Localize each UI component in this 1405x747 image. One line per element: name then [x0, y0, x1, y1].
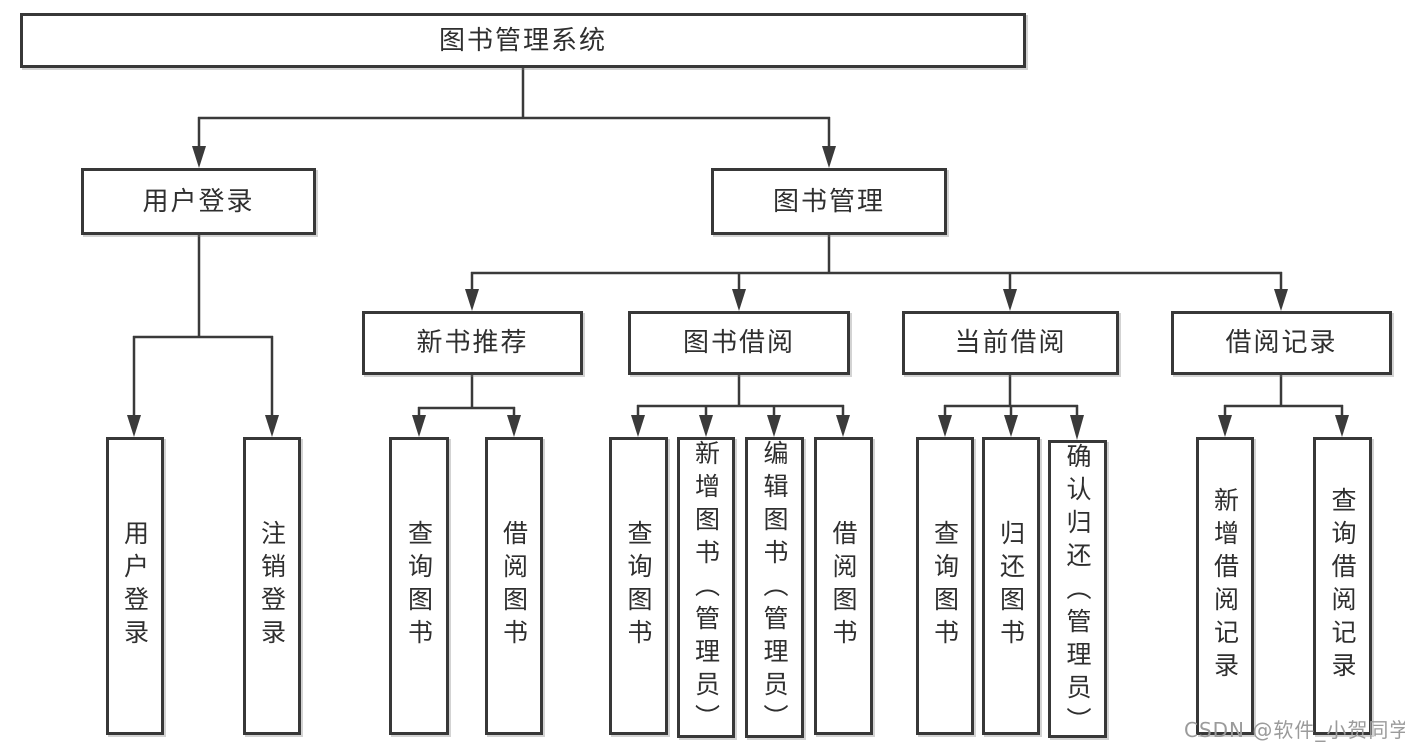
leaf-return-books: 归还图书 — [982, 437, 1040, 735]
leaf-user-login: 用户登录 — [106, 437, 164, 735]
leaf-logout: 注销登录 — [243, 437, 301, 735]
node-book-borrow: 图书借阅 — [628, 311, 850, 375]
node-current-borrow: 当前借阅 — [902, 311, 1119, 375]
node-user-login: 用户登录 — [81, 168, 316, 235]
csdn-watermark: CSDN @软件_小贺同学 — [1184, 718, 1405, 742]
leaf-add-borrow-record: 新增借阅记录 — [1196, 437, 1254, 735]
node-new-book-recommend: 新书推荐 — [362, 311, 583, 375]
leaf-query-books-recommend: 查询图书 — [389, 437, 449, 735]
leaf-borrow-books: 借阅图书 — [814, 437, 873, 735]
node-borrow-records: 借阅记录 — [1171, 311, 1392, 375]
leaf-add-books-admin: 新增图书（管理员） — [677, 437, 735, 738]
node-root: 图书管理系统 — [20, 13, 1026, 68]
leaf-query-books-current: 查询图书 — [916, 437, 974, 735]
leaf-confirm-return-admin: 确认归还（管理员） — [1048, 440, 1107, 740]
leaf-query-books-borrow: 查询图书 — [609, 437, 668, 735]
leaf-query-borrow-record: 查询借阅记录 — [1313, 437, 1372, 735]
leaf-edit-books-admin: 编辑图书（管理员） — [745, 437, 804, 738]
node-book-management: 图书管理 — [711, 168, 947, 235]
leaf-borrow-books-recommend: 借阅图书 — [485, 437, 543, 735]
